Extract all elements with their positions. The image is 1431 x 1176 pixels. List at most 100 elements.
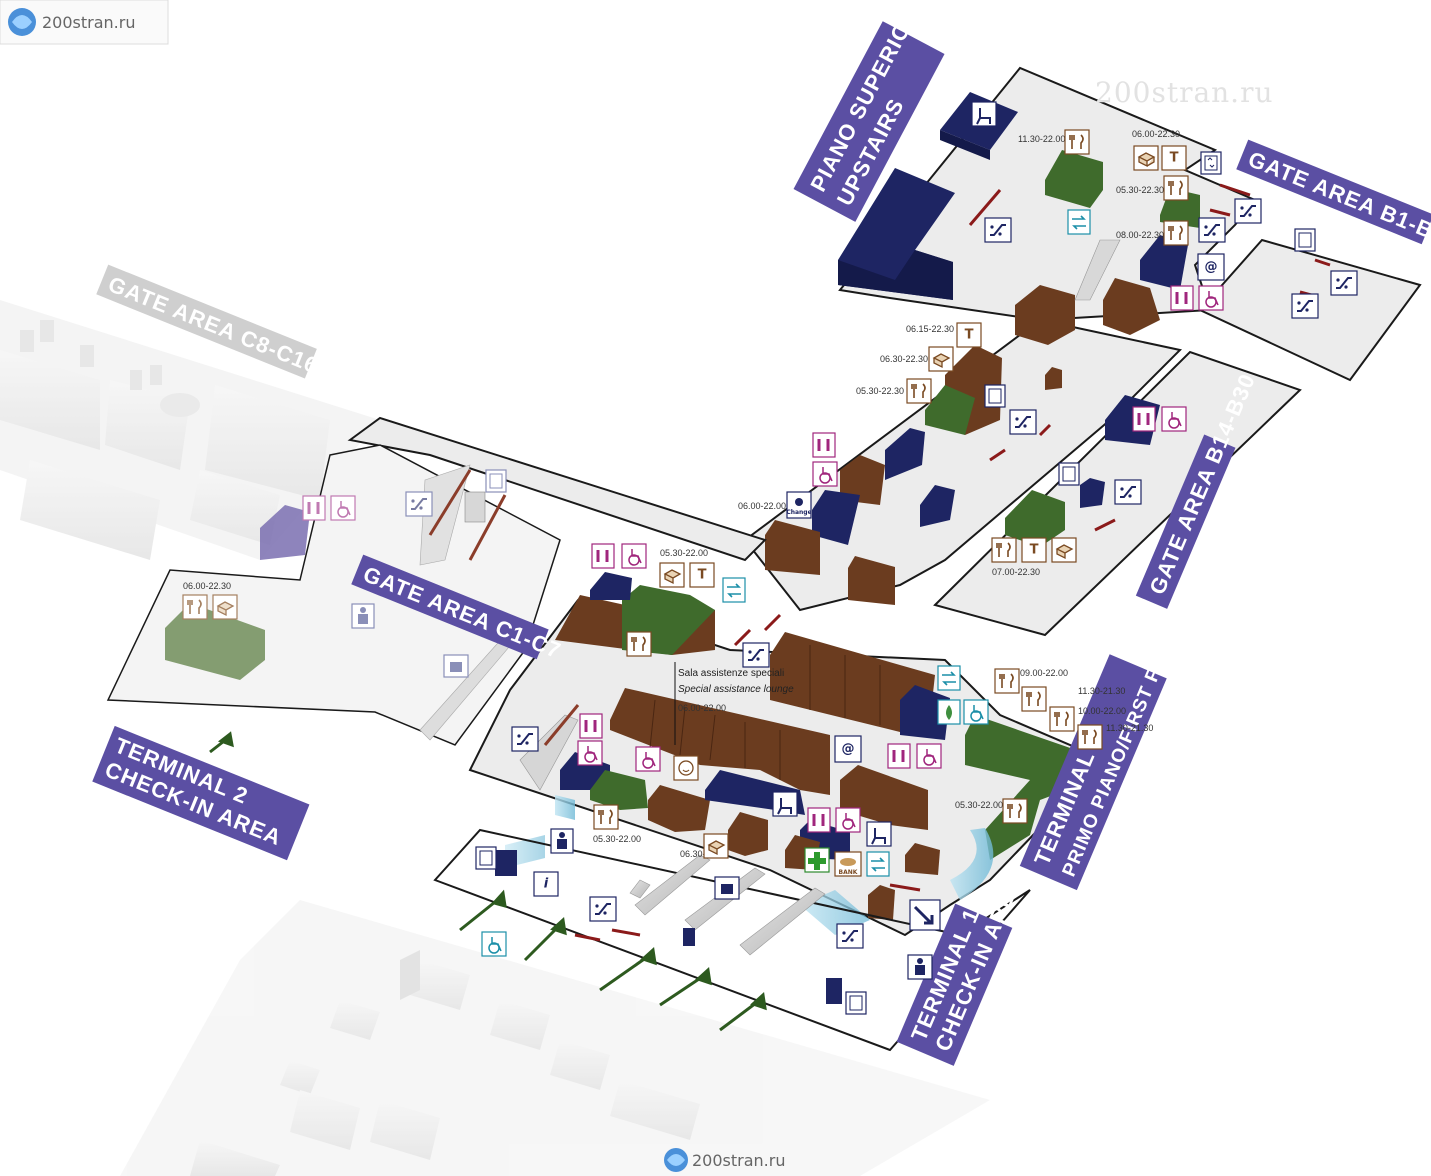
escalator-icon	[405, 491, 433, 517]
hours-label: 11.30-21.30	[1106, 723, 1153, 733]
svg-text:T: T	[698, 568, 707, 583]
corridor-service-2	[920, 485, 955, 527]
bank-icon: BANK	[834, 851, 862, 877]
exchange-icon	[1067, 209, 1091, 235]
lift-icon	[845, 991, 867, 1015]
lower-shop-3	[840, 765, 928, 830]
checkin-service-block-3	[826, 978, 842, 1004]
shop-icon	[212, 594, 238, 620]
baggage-icon	[443, 654, 469, 678]
restaurant-icon	[994, 668, 1020, 694]
escalator-icon	[1114, 479, 1142, 505]
lower-shop-6	[868, 885, 895, 920]
exchange-icon	[722, 577, 746, 603]
svg-text:Change: Change	[786, 509, 811, 516]
corridor-service-3	[812, 490, 860, 545]
hours-label: 07.00-22.30	[992, 567, 1040, 577]
hours-label: 06.15-22.30	[906, 324, 954, 334]
watermark-top-left: 200stran.ru	[0, 0, 169, 45]
right-service-blocks	[900, 685, 950, 740]
wheelchair-icon	[621, 543, 647, 569]
restaurant-icon	[1163, 175, 1189, 201]
escalator-icon	[742, 642, 770, 668]
wheelchair-icon	[963, 699, 989, 725]
hours-label: 08.00-22.30	[1116, 230, 1164, 240]
lower-shop-1	[648, 785, 710, 832]
currency-change-icon: Change	[786, 491, 812, 519]
info-icon: i	[533, 871, 559, 897]
lift-block-c	[464, 491, 486, 523]
corridor-shop-7	[848, 556, 895, 605]
checkin-service-block	[495, 850, 517, 876]
wheelchair-icon	[916, 743, 942, 769]
lift-icon	[475, 846, 497, 870]
toilet-icon	[302, 495, 326, 521]
security-icon	[550, 828, 574, 854]
hours-label: 05.30-22.00	[593, 834, 641, 844]
wheelchair-icon	[812, 461, 838, 487]
corridor-shop-3	[1045, 367, 1062, 390]
internet-icon: @	[1197, 253, 1225, 281]
shop-icon	[659, 562, 685, 588]
banner-gate-b1-b13: GATE AREA B1-B13	[1236, 139, 1431, 253]
svg-text:BANK: BANK	[839, 869, 858, 876]
corridor-shop-5	[840, 455, 885, 505]
gate-b14-restaurant	[1005, 490, 1065, 547]
escalator-icon	[589, 896, 617, 922]
toilet-icon	[1170, 285, 1194, 311]
svg-text:@: @	[1205, 260, 1218, 275]
svg-text:@: @	[842, 742, 855, 757]
wheelchair-icon	[1198, 285, 1224, 311]
corridor-restaurant	[925, 385, 975, 435]
hours-label: 05.30-22.00	[660, 548, 708, 558]
baggage-icon	[714, 876, 740, 900]
tobacco-icon: T	[956, 322, 982, 348]
hours-label: 05.30-22.30	[856, 386, 904, 396]
restaurant-icon	[1163, 220, 1189, 246]
escalator-icon	[1330, 270, 1358, 296]
svg-text:T: T	[1030, 543, 1039, 558]
seat-icon	[971, 101, 997, 127]
restaurant-icon	[1077, 724, 1103, 750]
restaurant-icon	[1002, 798, 1028, 824]
escalator-icon	[1198, 217, 1226, 243]
toilet-icon	[887, 743, 911, 769]
escalator-icon	[511, 726, 539, 752]
corridor-shop-1	[1015, 285, 1075, 345]
svg-text:200stran.ru: 200stran.ru	[42, 13, 135, 32]
hours-label: 09.00-22.00	[1020, 668, 1068, 678]
toilet-icon	[579, 713, 603, 739]
lift-icon	[485, 469, 507, 493]
pharmacy-icon	[804, 847, 830, 873]
restaurant-icon	[182, 594, 208, 620]
lower-shop-2	[728, 812, 768, 856]
tobacco-icon: T	[689, 562, 715, 588]
svg-text:200stran.ru: 200stran.ru	[692, 1151, 785, 1170]
lower-shop-5	[905, 843, 940, 875]
seat-icon	[772, 791, 798, 817]
restaurant-icon	[593, 804, 619, 830]
corridor-shop-6	[765, 520, 820, 575]
lift-icon	[984, 384, 1006, 408]
restaurant-icon	[991, 537, 1017, 563]
hours-label: 06.00-22.30	[1132, 129, 1180, 139]
pharmacy-green-icon	[937, 699, 961, 725]
hours-label: 06.00-22.30	[183, 581, 231, 591]
hours-label: 05.30-22.00	[955, 800, 1003, 810]
restaurant-icon	[626, 631, 652, 657]
shop-icon	[703, 833, 729, 859]
toilet-icon	[812, 432, 836, 458]
hours-label: 06.30-22.30	[880, 354, 928, 364]
security-icon	[907, 954, 933, 980]
icons: T @ T Change T	[182, 101, 1358, 1015]
corridor-shop-2	[1103, 278, 1160, 335]
svg-text:Sala assistenze speciali: Sala assistenze speciali	[678, 668, 784, 679]
terminal-1-checkin	[209, 183, 1331, 1052]
lost-and-found-icon	[673, 755, 699, 781]
seat-icon	[866, 821, 892, 847]
hours-label: 10.00-22.00	[1078, 706, 1126, 716]
escalator-icon	[984, 217, 1012, 243]
restaurant-icon	[906, 378, 932, 404]
restaurant-icon	[1049, 706, 1075, 732]
exchange-icon	[937, 665, 961, 691]
